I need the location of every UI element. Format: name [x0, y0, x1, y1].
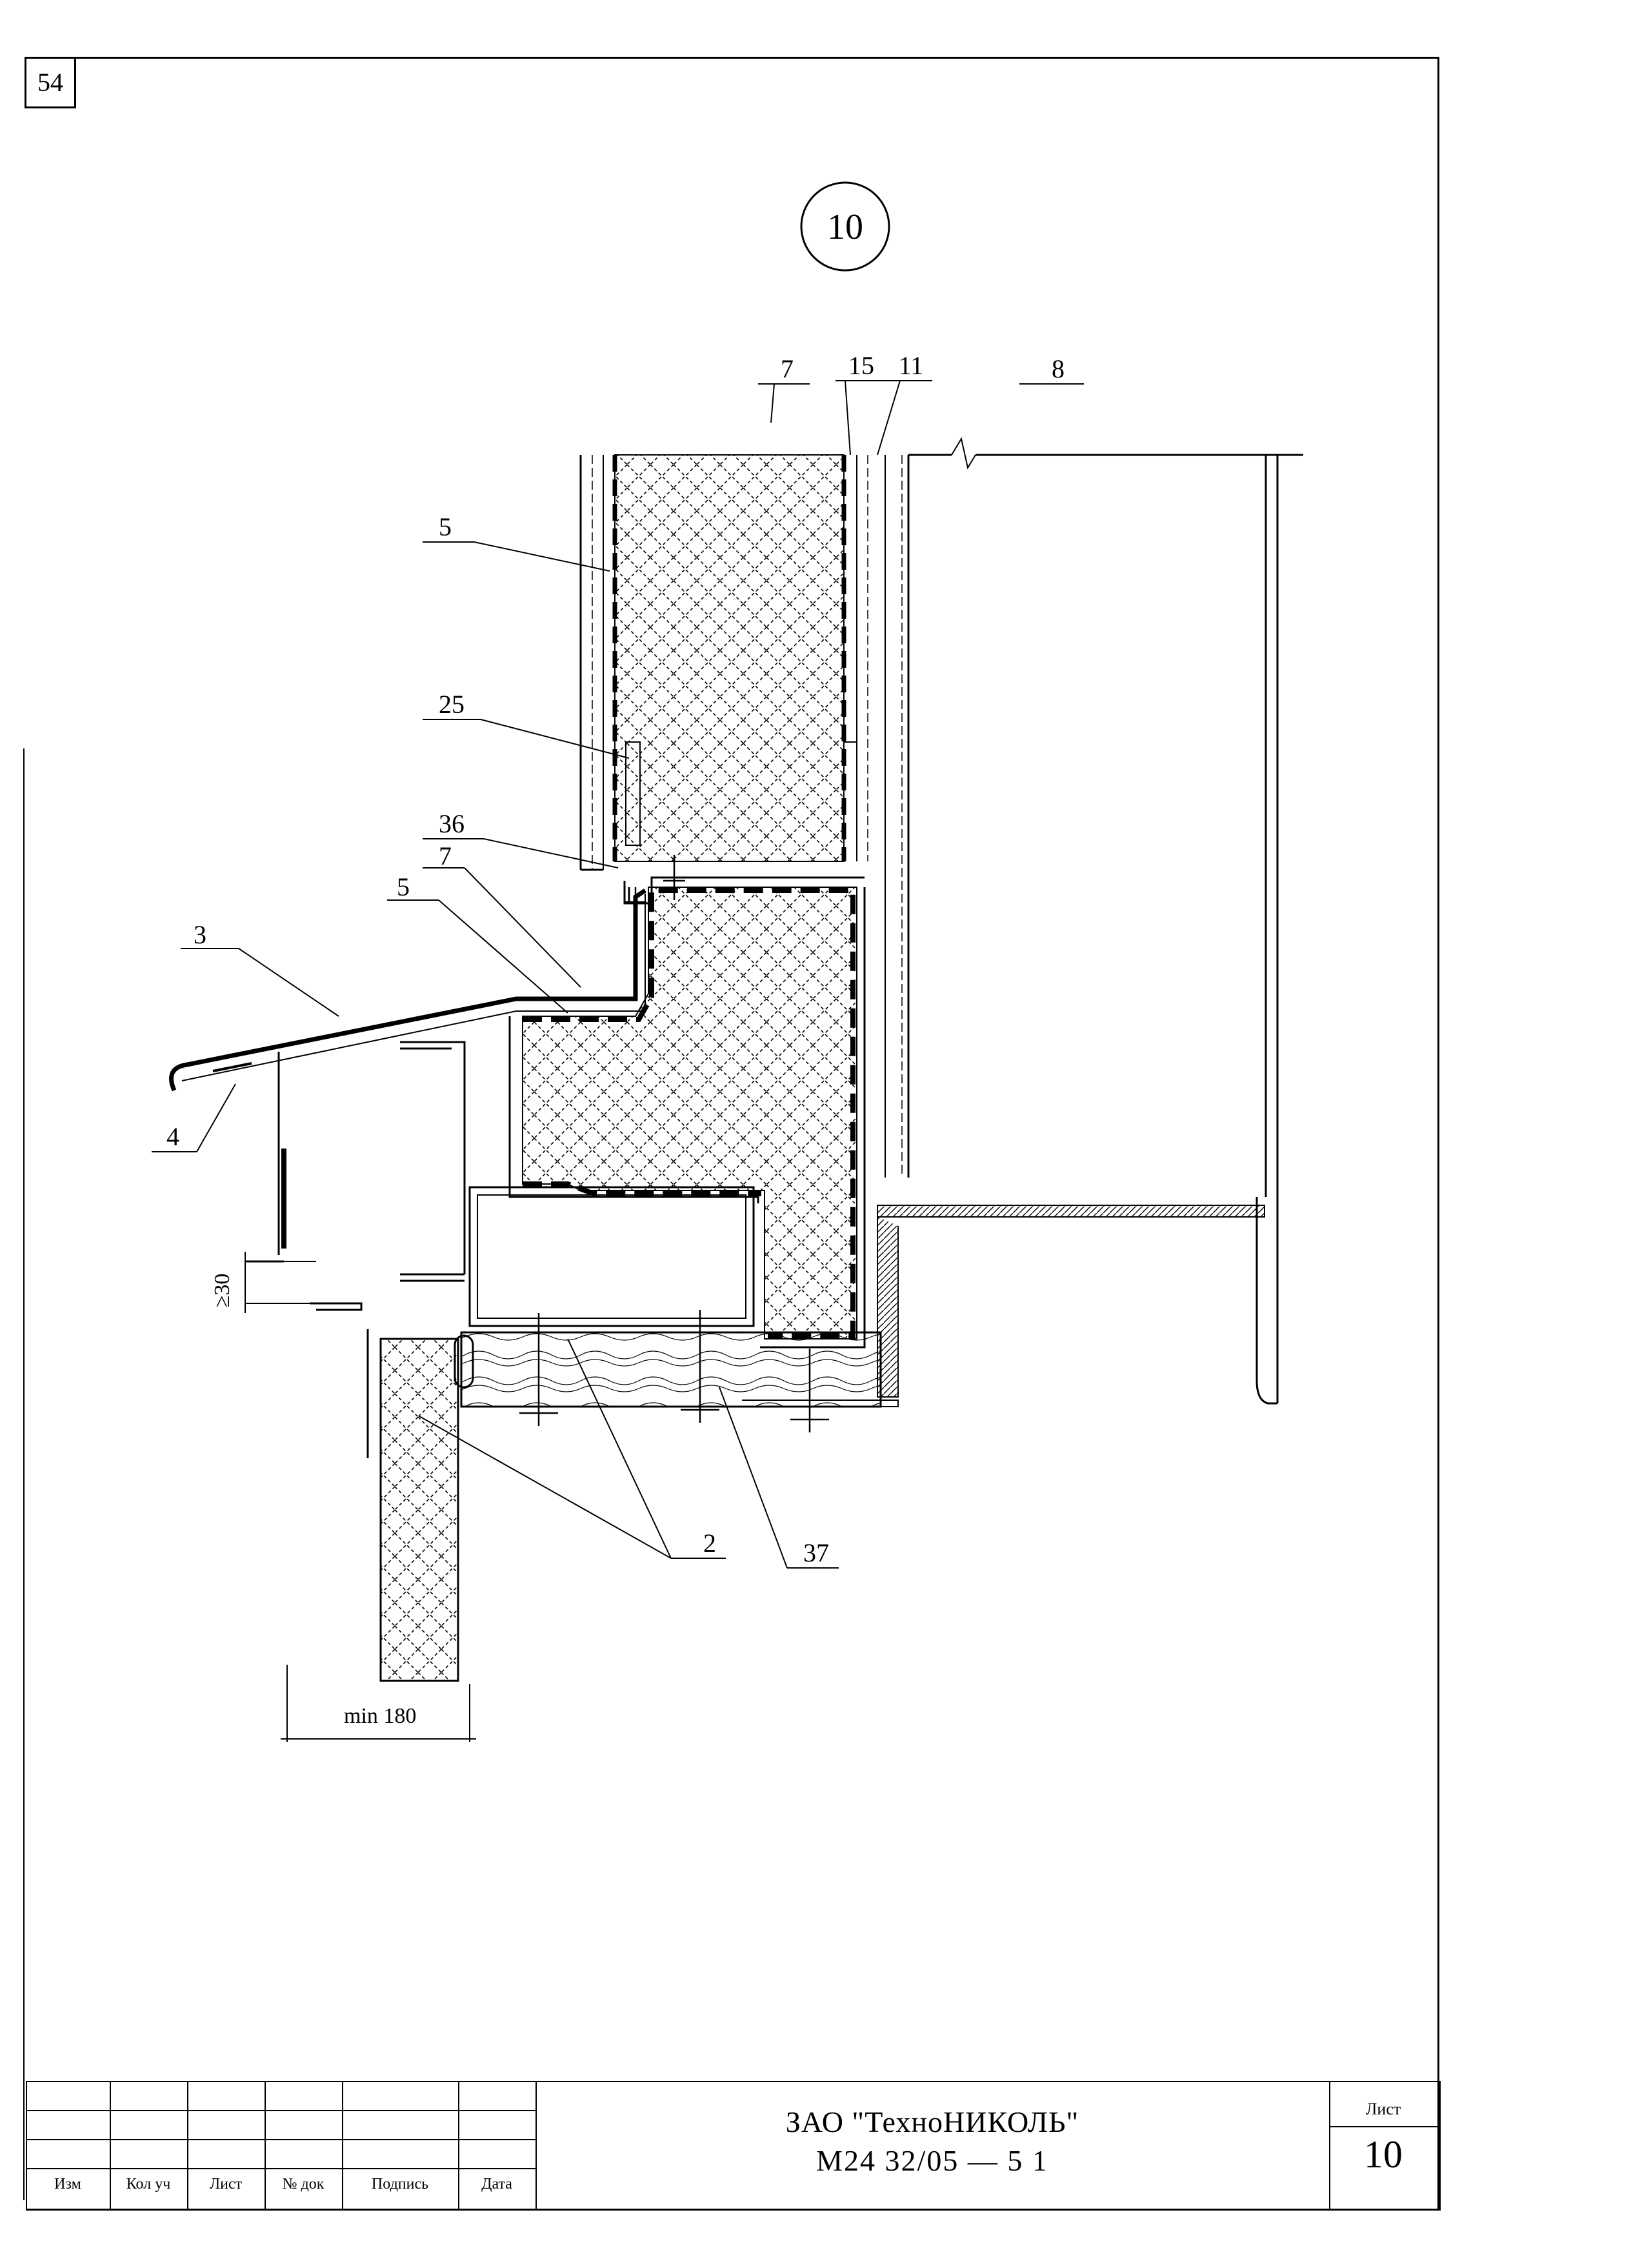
callout-5-top: 5: [439, 512, 452, 541]
callout-2: 2: [703, 1529, 716, 1558]
tb-header-sign: Подпись: [371, 2176, 429, 2193]
tb-sheet-value: 10: [1364, 2133, 1403, 2176]
tb-organization: ЗАО "ТехноНИКОЛЬ": [785, 2105, 1079, 2138]
tb-header-kol: Кол уч: [126, 2176, 171, 2193]
drawing-frame: [72, 57, 1439, 2211]
box-section: [468, 1186, 755, 1327]
dimension-gap30-label: ≥30: [210, 1274, 234, 1308]
page-number: 54: [25, 57, 76, 108]
dimension-min180: [281, 1665, 476, 1742]
callout-3: 3: [194, 920, 206, 949]
sill-slope: [169, 888, 646, 1092]
callout-37: 37: [803, 1538, 829, 1567]
callout-5-lower: 5: [397, 872, 410, 901]
callout-4: 4: [166, 1122, 179, 1151]
tb-header-list: Лист: [209, 2176, 243, 2193]
window-frame: [245, 1041, 466, 1311]
callout-leaders: [152, 380, 1084, 1569]
tb-header-doc: № док: [282, 2176, 325, 2193]
callout-15: 15: [848, 351, 874, 380]
beam-flange: [877, 1205, 1265, 1218]
tb-header-date: Дата: [481, 2176, 512, 2193]
lower-wall-panel: [379, 1338, 459, 1682]
callout-7-top: 7: [781, 354, 794, 383]
callout-8: 8: [1052, 354, 1065, 383]
detail-number-circle: [800, 181, 890, 272]
detail-number: 10: [827, 207, 863, 247]
upper-wall-panel: [579, 454, 857, 871]
dimension-min180-label: min 180: [344, 1704, 416, 1728]
post-and-lining: [856, 437, 1303, 1405]
callout-7-lower: 7: [439, 841, 452, 870]
beam-web: [877, 1217, 899, 1398]
lower-block-sheet: [508, 1016, 759, 1203]
callout-11: 11: [899, 351, 924, 380]
sill-flashing: [623, 876, 865, 905]
tb-document-code: М24 32/05 — 5 1: [816, 2144, 1048, 2177]
dimension-gap30: [245, 1252, 316, 1313]
callout-25: 25: [439, 690, 465, 719]
tb-sheet-label: Лист: [1365, 2100, 1401, 2118]
timber-sill: [460, 1331, 882, 1408]
fasteners: [519, 855, 829, 1432]
binding-margin-line: [23, 748, 25, 2200]
callout-36: 36: [439, 809, 465, 838]
tb-header-izm: Изм: [54, 2176, 81, 2193]
lower-insulation-block: [522, 887, 857, 1340]
